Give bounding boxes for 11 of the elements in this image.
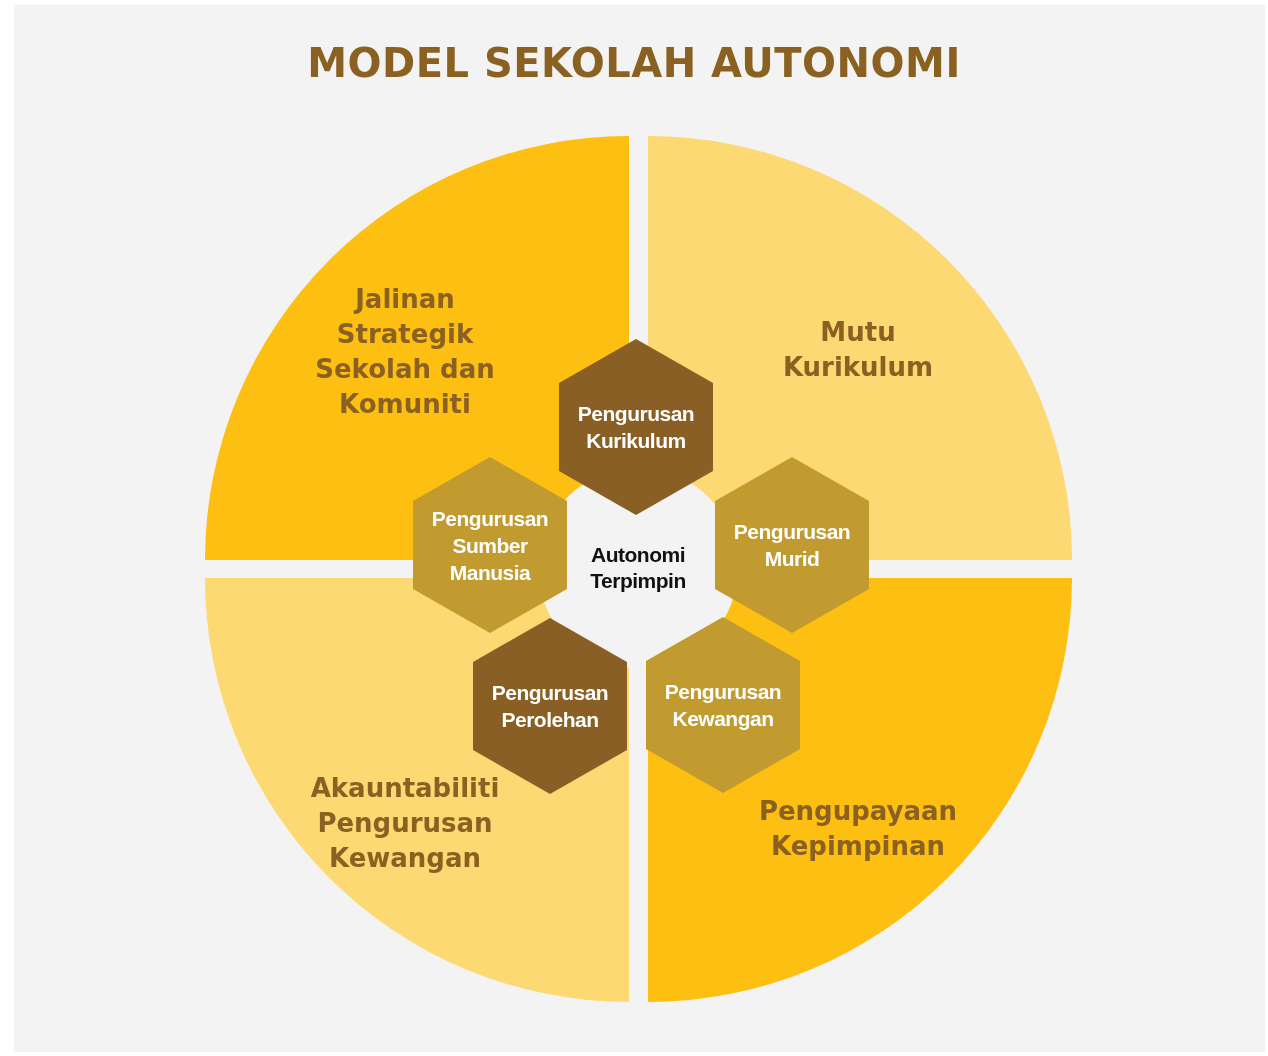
- hexagon-label: Pengurusan Kurikulum: [576, 401, 696, 454]
- hexagon-label: Pengurusan Perolehan: [490, 680, 610, 733]
- hexagon-label: Pengurusan Kewangan: [663, 679, 783, 732]
- segment-label: Mutu Kurikulum: [781, 316, 935, 384]
- hexagon-label: Pengurusan Sumber Manusia: [430, 505, 550, 586]
- segment-label: Akauntabiliti Pengurusan Kewangan: [309, 771, 501, 875]
- diagram-title: MODEL SEKOLAH AUTONOMI: [306, 40, 962, 86]
- segment-label: Jalinan Strategik Sekolah dan Komuniti: [314, 283, 496, 421]
- hexagon-label: Pengurusan Murid: [732, 519, 852, 572]
- center-label: Autonomi Terpimpin: [589, 542, 687, 594]
- segment-label: Pengupayaan Kepimpinan: [757, 795, 959, 863]
